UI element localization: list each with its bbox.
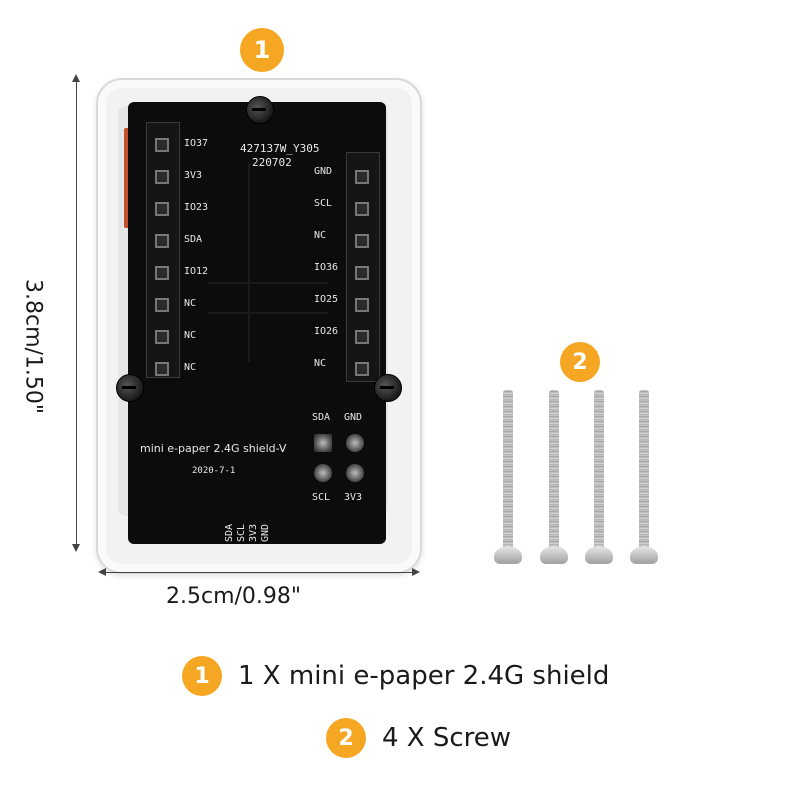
width-arrow-left — [98, 568, 106, 576]
right-pin — [355, 266, 369, 280]
pad-label-gnd: GND — [344, 412, 363, 423]
left-pin — [155, 202, 169, 216]
solder-pad — [314, 464, 332, 482]
left-pin-label: IO37 — [184, 138, 209, 149]
left-pin — [155, 330, 169, 344]
right-pin-label: GND — [314, 166, 333, 177]
board-trace — [248, 162, 250, 362]
screw-icon — [540, 390, 568, 570]
right-pin-label: IO25 — [314, 294, 339, 305]
right-pin — [355, 202, 369, 216]
legend-badge: 2 — [326, 718, 366, 758]
right-pin — [355, 298, 369, 312]
part-code: 427137W_Y305 — [240, 142, 320, 155]
bottom-edge-label-sda: SDA — [224, 523, 235, 542]
screw-icon — [585, 390, 613, 570]
left-pin-label: SDA — [184, 234, 203, 245]
pad-label-sda: SDA — [312, 412, 331, 423]
board-trace — [208, 312, 328, 314]
solder-pad — [314, 434, 332, 452]
pad-label-scl: SCL — [312, 492, 331, 503]
height-dimension-label: 3.8cm/1.50" — [20, 278, 46, 415]
legend-text: 1 X mini e-paper 2.4G shield — [238, 661, 610, 691]
right-pin-label: NC — [314, 358, 327, 369]
bottom-edge-label-gnd: GND — [260, 523, 271, 542]
right-pin-label: IO26 — [314, 326, 339, 337]
pcb-board: IO37 3V3 IO23 SDA IO12 NC NC NC 427137W_… — [116, 96, 402, 544]
height-dimension-line — [76, 80, 77, 548]
screw-icon — [494, 390, 522, 570]
bottom-edge-label-3v3: 3V3 — [248, 523, 259, 542]
right-pin — [355, 234, 369, 248]
left-pin-label: NC — [184, 298, 197, 309]
bottom-edge-label-scl: SCL — [236, 523, 247, 542]
right-pin-label: IO36 — [314, 262, 339, 273]
left-pin — [155, 138, 169, 152]
left-pin — [155, 298, 169, 312]
solder-pad — [346, 434, 364, 452]
left-pin-label: 3V3 — [184, 170, 203, 181]
left-pin — [155, 266, 169, 280]
solder-pad — [346, 464, 364, 482]
left-pin — [155, 170, 169, 184]
board-screw-right — [374, 374, 402, 402]
legend-text: 4 X Screw — [382, 723, 512, 753]
board-screw-left — [116, 374, 144, 402]
legend-item-screws: 2 4 X Screw — [326, 718, 511, 758]
right-pin — [355, 330, 369, 344]
left-pin-label: IO12 — [184, 266, 209, 277]
right-pin-label: SCL — [314, 198, 333, 209]
width-dimension-label: 2.5cm/0.98" — [166, 584, 302, 609]
left-pin-label: NC — [184, 362, 197, 373]
right-pin — [355, 170, 369, 184]
pad-label-3v3: 3V3 — [344, 492, 363, 503]
board-date: 2020-7-1 — [192, 466, 236, 476]
left-pin-label: NC — [184, 330, 197, 341]
legend-item-shield: 1 1 X mini e-paper 2.4G shield — [182, 656, 609, 696]
height-arrow-top — [72, 74, 80, 82]
date-code: 220702 — [252, 156, 292, 169]
callout-badge-screws: 2 — [560, 342, 600, 382]
board-screw-top — [246, 96, 274, 124]
right-pin-label: NC — [314, 230, 327, 241]
width-arrow-right — [412, 568, 420, 576]
board-trace — [208, 282, 328, 284]
left-pin — [155, 362, 169, 376]
board-title: mini e-paper 2.4G shield-V — [140, 442, 287, 455]
width-dimension-line — [104, 572, 414, 573]
left-pin — [155, 234, 169, 248]
height-arrow-bottom — [72, 544, 80, 552]
enclosure-case: IO37 3V3 IO23 SDA IO12 NC NC NC 427137W_… — [96, 78, 422, 574]
board-mount-ear — [118, 382, 398, 394]
legend-badge: 1 — [182, 656, 222, 696]
right-pin — [355, 362, 369, 376]
screw-icon — [630, 390, 658, 570]
left-pin-label: IO23 — [184, 202, 209, 213]
callout-badge-shield: 1 — [240, 28, 284, 72]
